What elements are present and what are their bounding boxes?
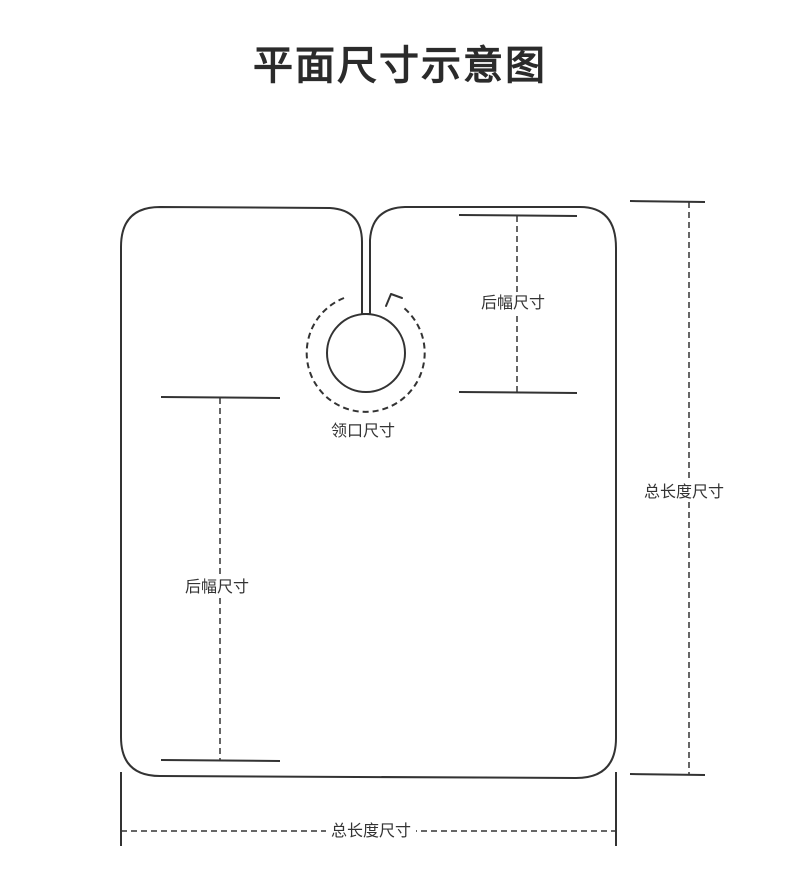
neck-label: 领口尺寸	[331, 421, 396, 440]
total-length-right-line-upper	[629, 200, 706, 203]
total-length-right-line-lower	[629, 773, 706, 776]
neck-dashed-arc	[305, 297, 426, 413]
page-title: 平面尺寸示意图	[253, 43, 547, 89]
back-width-top-line-lower	[458, 391, 578, 394]
neck-hole	[326, 313, 406, 393]
total-length-right-label: 总长度尺寸	[643, 482, 726, 502]
back-width-top-line-upper	[458, 214, 578, 217]
back-width-left-line-upper	[160, 396, 281, 399]
total-length-bottom-label: 总长度尺寸	[326, 821, 417, 841]
back-width-left-line-lower	[160, 759, 281, 762]
back-width-top-label: 后幅尺寸	[479, 293, 548, 313]
neck-arrow-icon	[385, 293, 403, 307]
back-width-left-label: 后幅尺寸	[183, 577, 252, 597]
